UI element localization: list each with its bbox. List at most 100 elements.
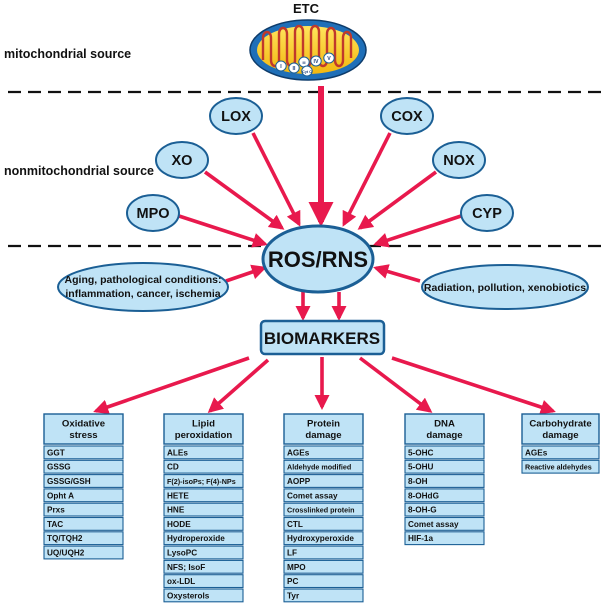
- arrow-factor-right-to-ros: [373, 264, 421, 283]
- biomarker-item-box: [163, 531, 244, 546]
- biomarker-item: Oxysterols: [167, 591, 210, 600]
- complex-label: I: [280, 64, 282, 70]
- enzyme-label: NOX: [443, 153, 475, 169]
- biomarker-item: PC: [287, 577, 298, 586]
- biomarker-item-box: [43, 502, 124, 517]
- complex-marker: IV: [310, 55, 322, 67]
- factor-right-line1: Radiation, pollution, xenobiotics: [424, 282, 586, 294]
- biomarker-item-box: [283, 459, 364, 474]
- biomarker-item-box: [404, 459, 485, 474]
- category-title-line1: DNA: [434, 419, 455, 430]
- arrow-to-carbohydrate-damage: [391, 356, 556, 415]
- etc-label: ETC: [293, 1, 320, 16]
- arrow-to-oxidative-stress: [93, 356, 250, 415]
- category-title-line2: stress: [69, 430, 97, 441]
- biomarker-item-box: [283, 574, 364, 589]
- biomarker-item-box: [43, 516, 124, 531]
- complex-label: V: [327, 56, 331, 62]
- category-title-line2: damage: [542, 430, 578, 441]
- biomarker-item-box: [283, 545, 364, 560]
- biomarker-item-box: [404, 531, 485, 546]
- biomarker-item: ox-LDL: [167, 577, 195, 586]
- biomarker-item: TQ/TQH2: [47, 534, 83, 543]
- category-header: [283, 413, 364, 445]
- biomarker-item-box: [283, 502, 364, 517]
- biomarker-item: LF: [287, 549, 297, 558]
- biomarker-item: Crosslinked protein: [287, 506, 355, 515]
- biomarker-item-box: [163, 574, 244, 589]
- arrow-lox-to-ros: [251, 132, 301, 227]
- biomarker-item: Aldehyde modified: [287, 463, 351, 472]
- biomarker-item: 5-OHC: [408, 448, 434, 457]
- biomarker-item-box: [163, 559, 244, 574]
- category-header: [43, 413, 124, 445]
- biomarker-item-box: [43, 445, 124, 460]
- biomarker-item: HIF-1a: [408, 534, 433, 543]
- mitochondrial-source-label: mitochondrial source: [4, 47, 131, 61]
- complex-label: III: [303, 61, 306, 65]
- biomarker-item-box: [43, 488, 124, 503]
- biomarker-item-box: [283, 445, 364, 460]
- biomarker-item: AGEs: [287, 448, 310, 457]
- biomarker-item-box: [521, 459, 600, 474]
- biomarker-item: Prxs: [47, 506, 65, 515]
- factor-left-line2: inflammation, cancer, ischemia: [65, 288, 220, 300]
- factor-right: Radiation, pollution, xenobiotics: [421, 264, 589, 310]
- biomarker-item-box: [43, 545, 124, 560]
- biomarker-item: HODE: [167, 520, 191, 529]
- biomarker-item-box: [521, 445, 600, 460]
- complex-marker: III: [298, 56, 310, 68]
- arrow-cox-to-ros: [342, 132, 392, 227]
- arrows-layer: [93, 86, 556, 415]
- category-title-line1: Oxidative: [62, 419, 105, 430]
- biomarker-item-box: [404, 516, 485, 531]
- biomarker-item: 8-OH: [408, 477, 428, 486]
- ros-rns-node: ROS/RNS: [261, 224, 375, 294]
- biomarker-item: Tyr: [287, 591, 300, 600]
- enzyme-mpo: MPO: [126, 194, 180, 232]
- biomarker-item-box: [404, 474, 485, 488]
- arrow-factor-left-to-ros: [225, 264, 267, 283]
- biomarker-item-box: [163, 488, 244, 503]
- enzyme-cox: COX: [380, 97, 434, 135]
- biomarker-item: LysoPC: [167, 549, 197, 558]
- biomarker-item-box: [283, 588, 364, 603]
- enzyme-label: COX: [391, 109, 423, 125]
- complex-marker: V: [323, 52, 335, 64]
- biomarkers-node: BIOMARKERS: [259, 319, 386, 356]
- category-title-line1: Lipid: [192, 419, 215, 430]
- complex-marker: II: [288, 62, 300, 74]
- biomarker-item: 8-OHdG: [408, 491, 439, 500]
- biomarker-item-box: [163, 459, 244, 474]
- biomarker-item: 8-OH-G: [408, 506, 437, 515]
- factor-left: Aging, pathological conditions: inflamma…: [57, 262, 229, 312]
- biomarker-item-box: [283, 516, 364, 531]
- complex-marker: Cyt C: [301, 65, 313, 77]
- category-dna-damage: DNAdamage5-OHC5-OHU8-OH8-OHdG8-OH-GComet…: [404, 413, 485, 546]
- biomarker-item: TAC: [47, 520, 63, 529]
- enzyme-label: MPO: [136, 206, 169, 222]
- biomarker-item: AGEs: [525, 448, 548, 457]
- enzyme-label: CYP: [472, 206, 502, 222]
- biomarker-item-box: [283, 559, 364, 574]
- biomarkers-label: BIOMARKERS: [264, 329, 380, 348]
- biomarker-item-box: [283, 474, 364, 488]
- biomarker-item-box: [404, 488, 485, 503]
- biomarker-item-box: [43, 459, 124, 474]
- biomarker-item-box: [283, 531, 364, 546]
- category-title-line2: peroxidation: [175, 430, 233, 441]
- biomarker-item-box: [163, 516, 244, 531]
- biomarker-item-box: [43, 474, 124, 488]
- nonmitochondrial-source-label: nonmitochondrial source: [4, 164, 154, 178]
- category-header: [404, 413, 485, 445]
- category-title-line2: damage: [426, 430, 462, 441]
- biomarker-item: F(2)-isoPs; F(4)-NPs: [167, 477, 236, 486]
- biomarker-item: 5-OHU: [408, 463, 434, 472]
- biomarker-item: GSSG/GSH: [47, 477, 91, 486]
- factor-left-line1: Aging, pathological conditions:: [65, 274, 222, 286]
- category-title-line2: damage: [305, 430, 341, 441]
- biomarker-item: CTL: [287, 520, 303, 529]
- biomarker-item-box: [404, 445, 485, 460]
